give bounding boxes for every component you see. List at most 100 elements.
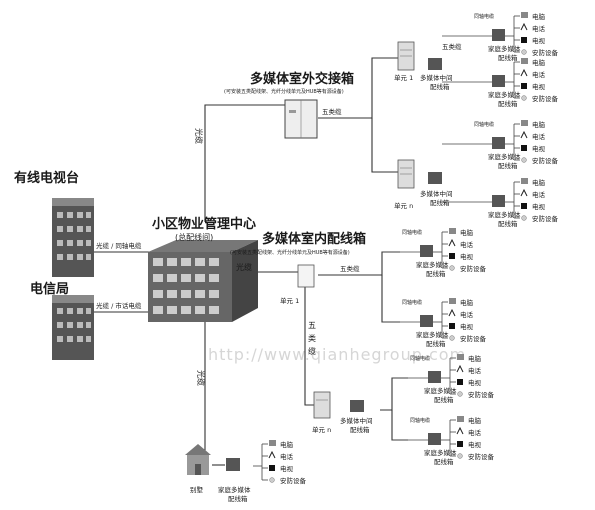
indoor-distribution-box bbox=[297, 264, 315, 288]
outdoor-box-title: 多媒体室外交接箱 bbox=[250, 71, 354, 87]
device-label-1: 电话 bbox=[532, 70, 546, 79]
home-box-label-1: 家庭多媒体 bbox=[488, 152, 521, 161]
home-box-icon bbox=[420, 245, 433, 257]
home-box-label-2: 配线箱 bbox=[434, 457, 454, 466]
svg-text:五: 五 bbox=[308, 321, 316, 330]
home-box-icon bbox=[492, 195, 505, 207]
management-center-building bbox=[148, 240, 258, 322]
fiber-label-up-1: 光缆 bbox=[194, 128, 204, 144]
telecom-link-label: 光缆 / 市话电缆 bbox=[96, 301, 142, 310]
device-label-2: 电视 bbox=[468, 440, 482, 449]
phone-icon bbox=[456, 364, 464, 373]
security-device-icon bbox=[269, 477, 275, 483]
outdoor-unit1-cat5-label: 五类缆 bbox=[442, 42, 462, 51]
unit-n-indoor bbox=[313, 391, 331, 419]
home-cluster-3: 家庭多媒体配线箱同轴电缆电脑电话电视安防设备 bbox=[442, 120, 559, 170]
device-label-0: 电脑 bbox=[532, 178, 546, 187]
coax-label: 同轴电缆 bbox=[402, 229, 422, 236]
device-label-1: 电话 bbox=[280, 452, 294, 461]
mid-box-3-label-1: 多媒体中间 bbox=[340, 416, 373, 425]
unit-n-indoor-label: 单元 n bbox=[312, 425, 331, 434]
computer-icon bbox=[521, 12, 528, 18]
coax-label: 同轴电缆 bbox=[410, 417, 430, 424]
computer-icon bbox=[269, 440, 276, 446]
indoor-cat5-label: 五类缆 bbox=[340, 264, 360, 273]
computer-icon bbox=[457, 416, 464, 422]
security-device-icon bbox=[457, 391, 463, 397]
device-label-3: 安防设备 bbox=[532, 156, 559, 165]
home-cluster-1: 家庭多媒体配线箱同轴电缆电脑电话电视安防设备 bbox=[442, 12, 559, 62]
coax-label: 同轴电缆 bbox=[410, 355, 430, 362]
phone-icon bbox=[520, 130, 528, 139]
tv-icon bbox=[449, 323, 455, 329]
device-label-2: 电视 bbox=[532, 144, 546, 153]
fiber-label-down: 光缆 bbox=[196, 370, 206, 386]
unit-n-outdoor-label: 单元 n bbox=[394, 201, 413, 210]
home-box-label-2: 配线箱 bbox=[426, 269, 446, 278]
device-label-2: 电视 bbox=[532, 82, 546, 91]
device-label-3: 安防设备 bbox=[468, 452, 495, 461]
device-label-2: 电视 bbox=[468, 378, 482, 387]
device-label-0: 电脑 bbox=[532, 12, 546, 21]
cable-tv-link-label: 光缆 / 同轴电缆 bbox=[96, 241, 142, 250]
villa-house bbox=[185, 444, 211, 475]
home-box-icon bbox=[492, 75, 505, 87]
fiber-label-right: 光缆 bbox=[236, 262, 252, 272]
tv-icon bbox=[521, 203, 527, 209]
indoor-unit1-label: 单元 1 bbox=[280, 296, 299, 305]
device-label-0: 电脑 bbox=[468, 354, 482, 363]
computer-icon bbox=[521, 178, 528, 184]
home-box-label-1: 家庭多媒体 bbox=[488, 210, 521, 219]
security-device-icon bbox=[457, 453, 463, 459]
phone-icon bbox=[448, 308, 456, 317]
mid-box-2 bbox=[428, 172, 442, 184]
device-label-1: 电话 bbox=[468, 428, 482, 437]
computer-icon bbox=[449, 298, 456, 304]
device-label-3: 安防设备 bbox=[532, 48, 559, 57]
device-label-0: 电脑 bbox=[280, 440, 294, 449]
device-label-0: 电脑 bbox=[468, 416, 482, 425]
mid-box-3-label-2: 配线箱 bbox=[350, 425, 370, 434]
mid-box-1-label-1: 多媒体中间 bbox=[420, 73, 453, 82]
device-label-1: 电话 bbox=[532, 190, 546, 199]
computer-icon bbox=[449, 228, 456, 234]
phone-icon bbox=[268, 450, 276, 459]
device-label-2: 电视 bbox=[280, 464, 294, 473]
tv-icon bbox=[269, 465, 275, 471]
security-device-icon bbox=[521, 49, 527, 55]
device-label-3: 安防设备 bbox=[280, 476, 307, 485]
home-box-label-1: 家庭多媒体 bbox=[416, 330, 449, 339]
device-label-0: 电脑 bbox=[460, 228, 474, 237]
security-device-icon bbox=[521, 95, 527, 101]
watermark: http://www.qianhegroup.com bbox=[208, 345, 466, 364]
mid-box-1 bbox=[428, 58, 442, 70]
home-box-label-1: 家庭多媒体 bbox=[488, 90, 521, 99]
home-box-icon bbox=[428, 433, 441, 445]
tv-icon bbox=[457, 379, 463, 385]
computer-icon bbox=[521, 120, 528, 126]
device-label-2: 电视 bbox=[532, 36, 546, 45]
phone-icon bbox=[520, 68, 528, 77]
computer-icon bbox=[457, 354, 464, 360]
phone-icon bbox=[520, 188, 528, 197]
svg-text:类: 类 bbox=[308, 333, 316, 343]
home-box-label-1: 家庭多媒体 bbox=[424, 386, 457, 395]
security-device-icon bbox=[521, 157, 527, 163]
home-box-label-2: 配线箱 bbox=[426, 339, 446, 348]
device-label-2: 电视 bbox=[460, 252, 474, 261]
device-label-1: 电话 bbox=[460, 310, 474, 319]
villa-label: 别墅 bbox=[190, 485, 204, 494]
home-box-label-2: 配线箱 bbox=[498, 219, 518, 228]
coax-label: 同轴电缆 bbox=[474, 121, 494, 128]
home-box-icon bbox=[492, 137, 505, 149]
home-box-icon bbox=[420, 315, 433, 327]
device-label-3: 安防设备 bbox=[532, 94, 559, 103]
vertical-cat5-label: 五 类 缆 bbox=[308, 321, 316, 356]
home-cluster-7: 家庭多媒体配线箱同轴电缆电脑电话电视安防设备 bbox=[392, 354, 495, 404]
outdoor-box-note: (可安装五类配线架、光纤分线单元及HUB等有源设备) bbox=[224, 88, 344, 95]
home-box-label-1: 家庭多媒体 bbox=[416, 260, 449, 269]
center-title: 小区物业管理中心 bbox=[152, 216, 256, 232]
